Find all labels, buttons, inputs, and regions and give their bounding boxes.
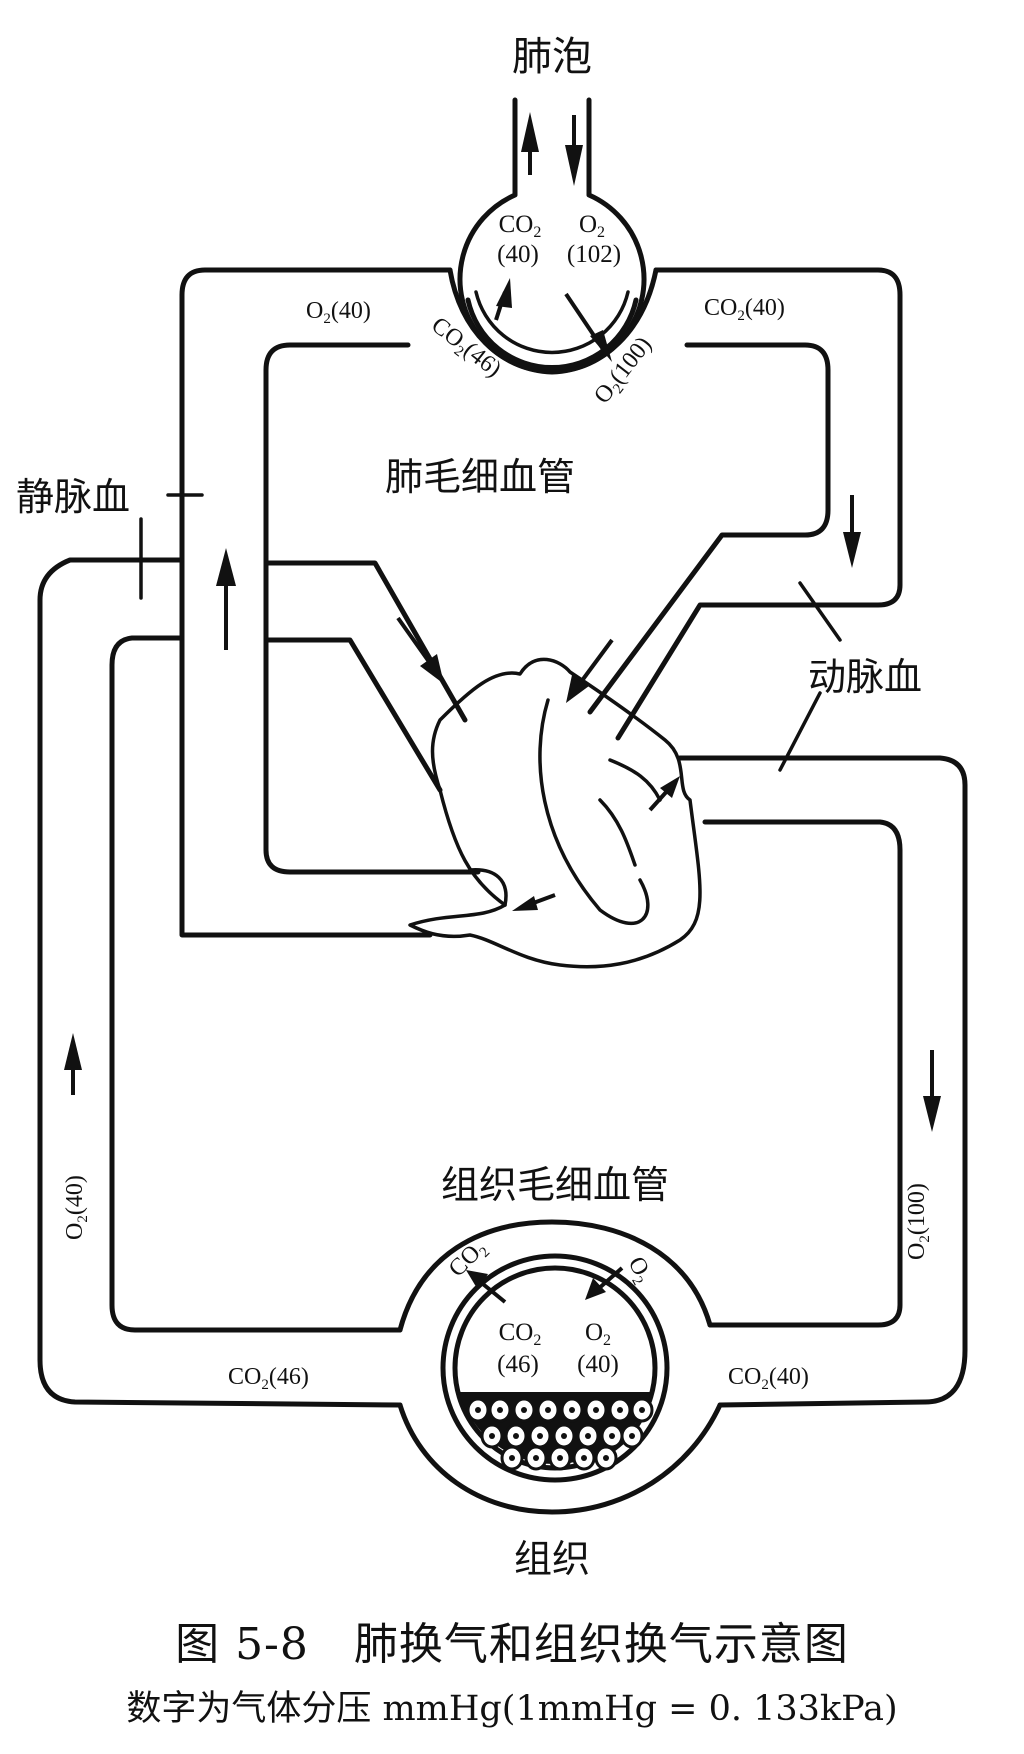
arrow-down-icon	[566, 675, 589, 703]
cell-nucleus	[569, 1407, 575, 1413]
heart	[408, 657, 702, 969]
tissue-in-co2: CO2(40)	[728, 1364, 809, 1393]
arrow-up-icon	[521, 112, 539, 152]
alveolus-o2-label: O2	[579, 211, 605, 241]
arrow-down-left-icon	[585, 1278, 606, 1300]
pulmonary-in-o2: O2(40)	[306, 298, 371, 327]
tissue-cells	[459, 1392, 654, 1471]
pulmonary-circuit	[179, 267, 903, 938]
cell-nucleus	[617, 1407, 623, 1413]
pulmonary-vessel-inner	[263, 342, 481, 875]
arrow-up-icon	[660, 776, 680, 798]
arterial-leader-1	[798, 581, 842, 642]
cell-nucleus	[513, 1433, 519, 1439]
tissue-capillary-label: 组织毛细血管	[441, 1163, 669, 1207]
venous-blood-label: 静脉血	[16, 475, 130, 519]
cell-nucleus	[609, 1433, 615, 1439]
arrow-down-icon	[843, 532, 861, 568]
cell-nucleus	[537, 1433, 543, 1439]
leader-lines	[139, 493, 842, 772]
tissue-capillary-outer-bottom	[397, 1402, 723, 1515]
arrow-down-icon	[590, 330, 612, 362]
cell-nucleus	[557, 1455, 563, 1461]
systemic-arterial-o2: O2(100)	[904, 1183, 933, 1260]
alveolus-co2-label: CO2	[499, 211, 542, 241]
cell-nucleus	[475, 1407, 481, 1413]
cell-nucleus	[521, 1407, 527, 1413]
pulmonary-out-co2: CO2(40)	[704, 295, 785, 324]
cell-nucleus	[489, 1433, 495, 1439]
cell-nucleus	[603, 1455, 609, 1461]
alveolus-wall	[457, 97, 647, 374]
arrow-down-icon	[565, 145, 583, 186]
cell-nucleus	[629, 1433, 635, 1439]
aorta-inner	[702, 819, 903, 1328]
systemic-circuit	[37, 548, 968, 1408]
tissue-co2-label: CO2	[499, 1319, 542, 1349]
tissue-co2-arrow	[476, 1278, 507, 1304]
tissue-capillary	[397, 1219, 723, 1515]
arterial-blood-label: 动脉血	[808, 655, 922, 699]
pulmonary-capillary-mid	[474, 290, 630, 355]
arterial-into-heart-flow	[576, 638, 614, 688]
tissue-capillary-outer	[397, 1219, 713, 1333]
cell-nucleus	[509, 1455, 515, 1461]
arrow-left-icon	[512, 896, 538, 911]
cell-nucleus	[585, 1433, 591, 1439]
arrow-down-icon	[923, 1096, 941, 1132]
tissue-o2-arrow	[595, 1266, 624, 1292]
arrow-up-icon	[496, 278, 512, 308]
alveolus-label: 肺泡	[512, 34, 592, 80]
tissue-capillary-wall	[440, 1253, 670, 1483]
systemic-venous-inner	[109, 635, 403, 1333]
tissue-o2-label: O2	[585, 1319, 611, 1349]
figure-title: 图 5-8 肺换气和组织换气示意图	[175, 1619, 849, 1670]
cell-nucleus	[497, 1407, 503, 1413]
figure-subtitle: 数字为气体分压 mmHg(1mmHg = 0. 133kPa)	[126, 1689, 898, 1729]
heart-valve-left	[468, 868, 508, 907]
systemic-venous-o2: O2(40)	[62, 1175, 91, 1240]
arrow-up-icon	[64, 1033, 82, 1070]
cell-nucleus	[561, 1433, 567, 1439]
pulmonary-vessel-outer-right	[615, 267, 903, 741]
pulmonary-capillary-outer	[447, 267, 659, 375]
tissue-out-co2: CO2(46)	[228, 1364, 309, 1393]
alveolus	[457, 97, 647, 374]
cell-nucleus	[593, 1407, 599, 1413]
pulmonary-vessel-inner-right	[587, 342, 831, 715]
arrow-down-icon	[420, 654, 444, 684]
cell-nucleus	[639, 1407, 645, 1413]
tissue-o2-value: (40)	[577, 1351, 619, 1378]
heart-outline	[408, 657, 702, 969]
venous-into-heart-flow	[396, 616, 434, 668]
aorta-outer	[677, 755, 968, 1408]
cell-nucleus	[581, 1455, 587, 1461]
cell-nucleus	[545, 1407, 551, 1413]
alveolus-o2-value: (102)	[567, 241, 621, 268]
alveolus-co2-value: (40)	[497, 241, 539, 268]
heart-septum	[538, 698, 650, 926]
pulmonary-capillary-label: 肺毛细血管	[385, 455, 575, 499]
cell-nucleus	[533, 1455, 539, 1461]
pulmonary-vessel-outer	[179, 267, 453, 938]
vena-cava-lower	[263, 637, 443, 793]
arterial-leader-2	[778, 691, 822, 772]
pulmonary-capillary-inner	[465, 297, 639, 370]
arrow-up-left-icon	[466, 1270, 488, 1290]
tissue-label: 组织	[514, 1537, 590, 1581]
heart-valve-right	[598, 758, 662, 867]
arrow-up-icon	[216, 548, 236, 586]
heart-aorta-arrow	[648, 788, 670, 812]
systemic-venous-outer	[37, 557, 403, 1408]
tissue-co2-value: (46)	[497, 1351, 539, 1378]
